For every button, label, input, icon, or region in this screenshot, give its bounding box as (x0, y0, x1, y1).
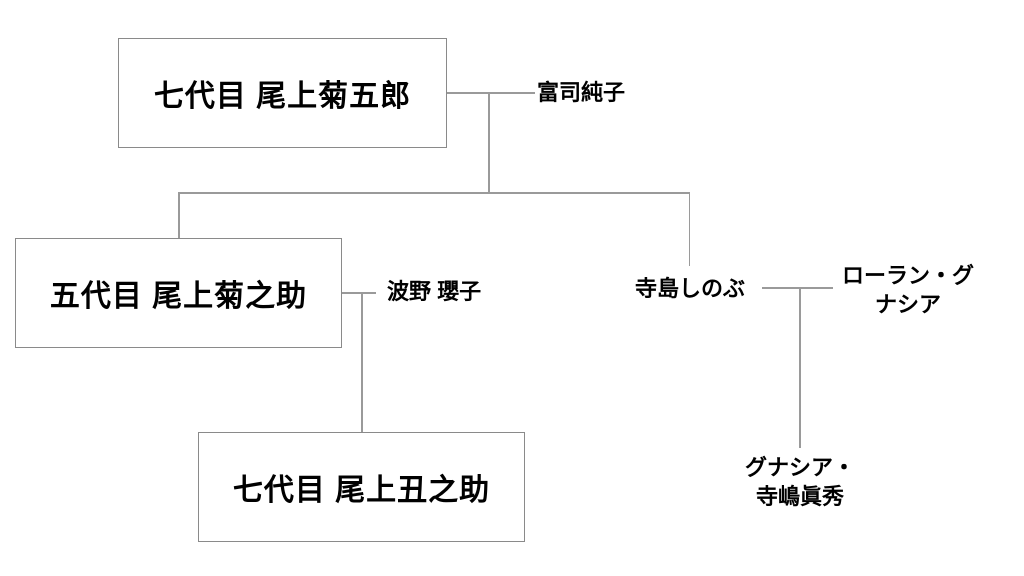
node-onoe-kikugoro-vii-label: 七代目 尾上菊五郎 (153, 80, 412, 113)
label-laurent-gnassia: ローラン・グ ナシア (838, 261, 978, 319)
label-laurent-gnassia-line2: ナシア (874, 292, 941, 317)
label-gnassia-terashima-mahoro: グナシア・ 寺嶋眞秀 (730, 453, 870, 511)
connector-couple1-drop (488, 92, 490, 193)
connector-drop-to-kikunosuke (178, 192, 180, 239)
connector-couple3-drop (799, 287, 801, 448)
connector-shinobu-laurent (762, 287, 833, 289)
node-onoe-ushinosuke-vii-label: 七代目 尾上丑之助 (232, 474, 491, 507)
label-terajima-shinobu: 寺島しのぶ (634, 276, 745, 301)
node-onoe-ushinosuke-vii: 七代目 尾上丑之助 (198, 432, 525, 542)
node-onoe-kikunosuke-v: 五代目 尾上菊之助 (15, 238, 342, 348)
label-laurent-gnassia-line1: ローラン・グ (841, 263, 974, 288)
node-onoe-kikunosuke-v-label: 五代目 尾上菊之助 (49, 280, 308, 313)
connector-couple2-drop (361, 292, 363, 432)
label-gnassia-terashima-mahoro-line1: グナシア・ (744, 455, 855, 480)
node-onoe-kikugoro-vii: 七代目 尾上菊五郎 (118, 38, 447, 148)
connector-kikugoro-fuji (447, 92, 535, 94)
connector-kikunosuke-namino (342, 292, 376, 294)
label-gnassia-terashima-mahoro-line2: 寺嶋眞秀 (755, 484, 844, 509)
connector-drop-to-shinobu (688, 192, 690, 266)
connector-sibling-bar (178, 192, 690, 194)
label-namino-yoko: 波野 瓔子 (387, 279, 482, 304)
label-fuji-sumiko: 富司純子 (537, 80, 626, 105)
